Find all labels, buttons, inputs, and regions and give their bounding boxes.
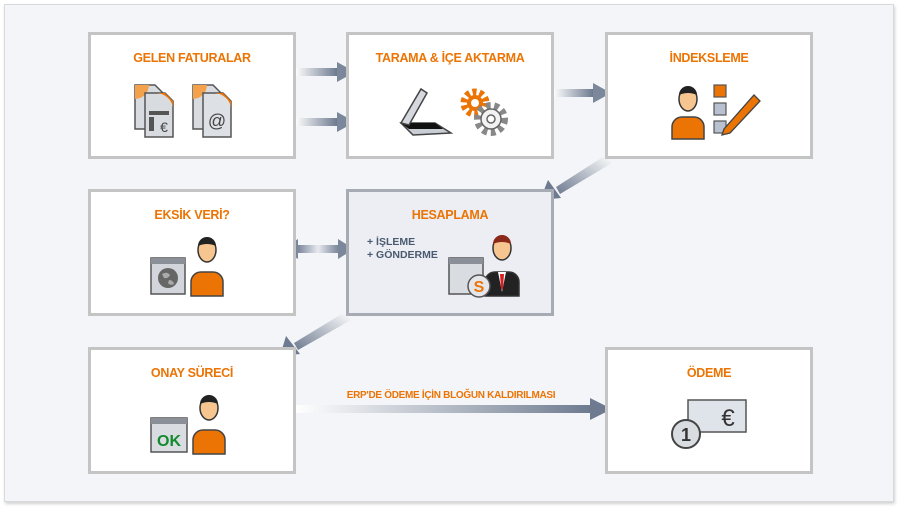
person-ok-icon: OK	[150, 395, 226, 455]
euro-payment-icon: € 1	[671, 399, 747, 449]
svg-text:S: S	[474, 279, 485, 296]
step-title: GELEN FATURALAR	[133, 51, 251, 65]
step-hesaplama[interactable]: HESAPLAMA + İŞLEME + GÖNDERME S	[346, 189, 554, 316]
svg-text:€: €	[721, 405, 735, 432]
svg-text:1: 1	[681, 425, 691, 445]
step-gelen-faturalar[interactable]: GELEN FATURALAR € @	[88, 32, 296, 159]
step-indeksleme[interactable]: İNDEKSLEME	[605, 32, 813, 159]
svg-text:OK: OK	[157, 433, 181, 450]
step-onay-sureci[interactable]: ONAY SÜRECİ OK	[88, 347, 296, 474]
hesaplama-subitems: + İŞLEME + GÖNDERME	[367, 236, 438, 262]
person-checklist-icon	[671, 84, 761, 140]
step-title: EKSİK VERİ?	[154, 208, 230, 222]
svg-text:@: @	[208, 111, 226, 131]
step-title: ONAY SÜRECİ	[150, 366, 234, 380]
step-odeme[interactable]: ÖDEME € 1	[605, 347, 813, 474]
subitem-isleme: + İŞLEME	[367, 236, 416, 248]
erp-connection-label: ERP'DE ÖDEME İÇİN BLOĞUN KALDIRILMASI	[346, 390, 556, 401]
scanner-gears-icon	[399, 87, 508, 136]
step-title: HESAPLAMA	[411, 208, 489, 222]
step-title: ÖDEME	[686, 366, 732, 380]
subitem-gonderme: + GÖNDERME	[367, 249, 438, 261]
step-title: TARAMA & İÇE AKTARMA	[375, 51, 525, 65]
step-tarama[interactable]: TARAMA & İÇE AKTARMA	[346, 32, 554, 159]
person-web-icon	[150, 237, 224, 297]
svg-text:€: €	[160, 119, 168, 135]
step-title: İNDEKSLEME	[669, 51, 749, 65]
businessman-s-icon: S	[448, 235, 520, 298]
invoice-documents-icon: € @	[134, 84, 232, 138]
step-eksik-veri[interactable]: EKSİK VERİ?	[88, 189, 296, 316]
